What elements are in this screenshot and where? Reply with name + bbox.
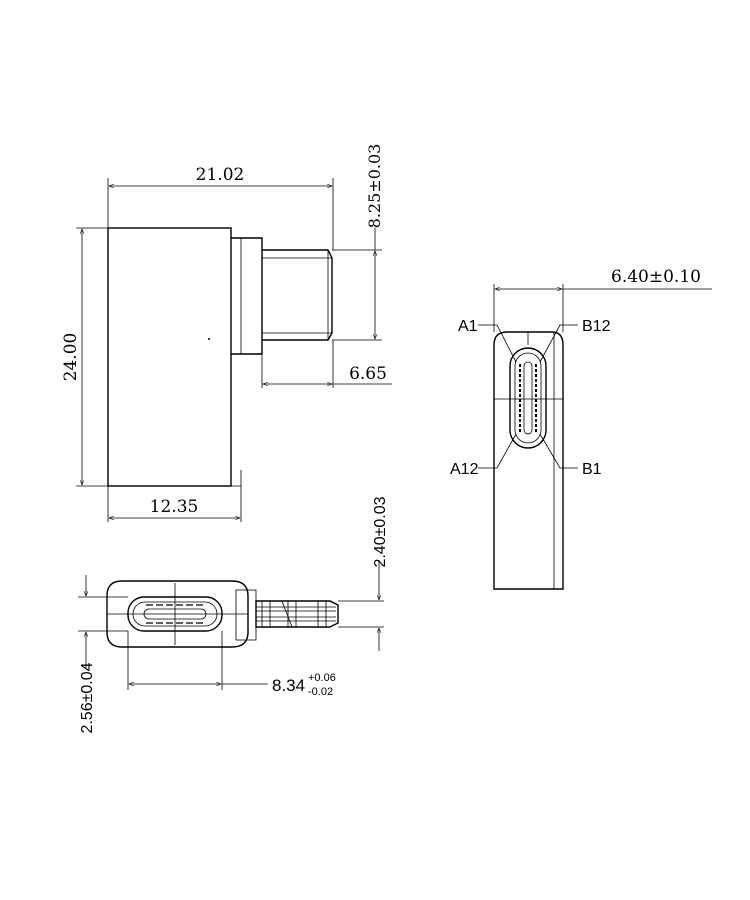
pin-label-b12: B12	[582, 318, 611, 335]
front-body-outline	[493, 331, 564, 590]
side-view: 21.02 24.00 12.35 8.25±0.03 6.65	[61, 144, 392, 522]
leader-a1	[478, 324, 517, 363]
plug-outline	[262, 249, 333, 341]
dim-base: 12.35	[150, 497, 199, 517]
bottom-view: 2.40±0.03 2.56±0.04 8.34 +0.06 -0.02	[78, 496, 389, 734]
dim-socket-width-tol-upper: +0.06	[308, 672, 336, 684]
adapter-body-outline	[107, 227, 232, 487]
dim-socket-width-base: 8.34	[272, 676, 305, 695]
bottom-plug-outline	[255, 600, 339, 628]
pin-label-b1: B1	[582, 461, 602, 478]
leader-a12	[478, 433, 517, 469]
dim-height: 24.00	[61, 333, 81, 382]
step-block-outline	[231, 237, 263, 355]
pin-label-a12: A12	[450, 461, 479, 478]
dim-plug-thickness: 2.40±0.03	[372, 496, 389, 567]
bottom-body-outline	[106, 580, 249, 648]
dim-plug-length: 6.65	[349, 364, 387, 384]
pin-label-a1: A1	[458, 318, 478, 335]
front-view: 6.40±0.10 A1 B12 A12 B1	[450, 267, 712, 590]
dim-plug-height: 8.25±0.03	[365, 144, 384, 229]
front-socket-outline	[509, 347, 547, 449]
leader-b12	[539, 324, 578, 363]
front-socket-tongue	[523, 361, 533, 435]
dim-length: 21.02	[196, 165, 245, 185]
dim-front-width: 6.40±0.10	[611, 267, 701, 287]
dim-socket-width-tol-lower: -0.02	[308, 686, 333, 698]
dim-socket-height: 2.56±0.04	[79, 662, 96, 733]
leader-b1	[539, 433, 578, 469]
